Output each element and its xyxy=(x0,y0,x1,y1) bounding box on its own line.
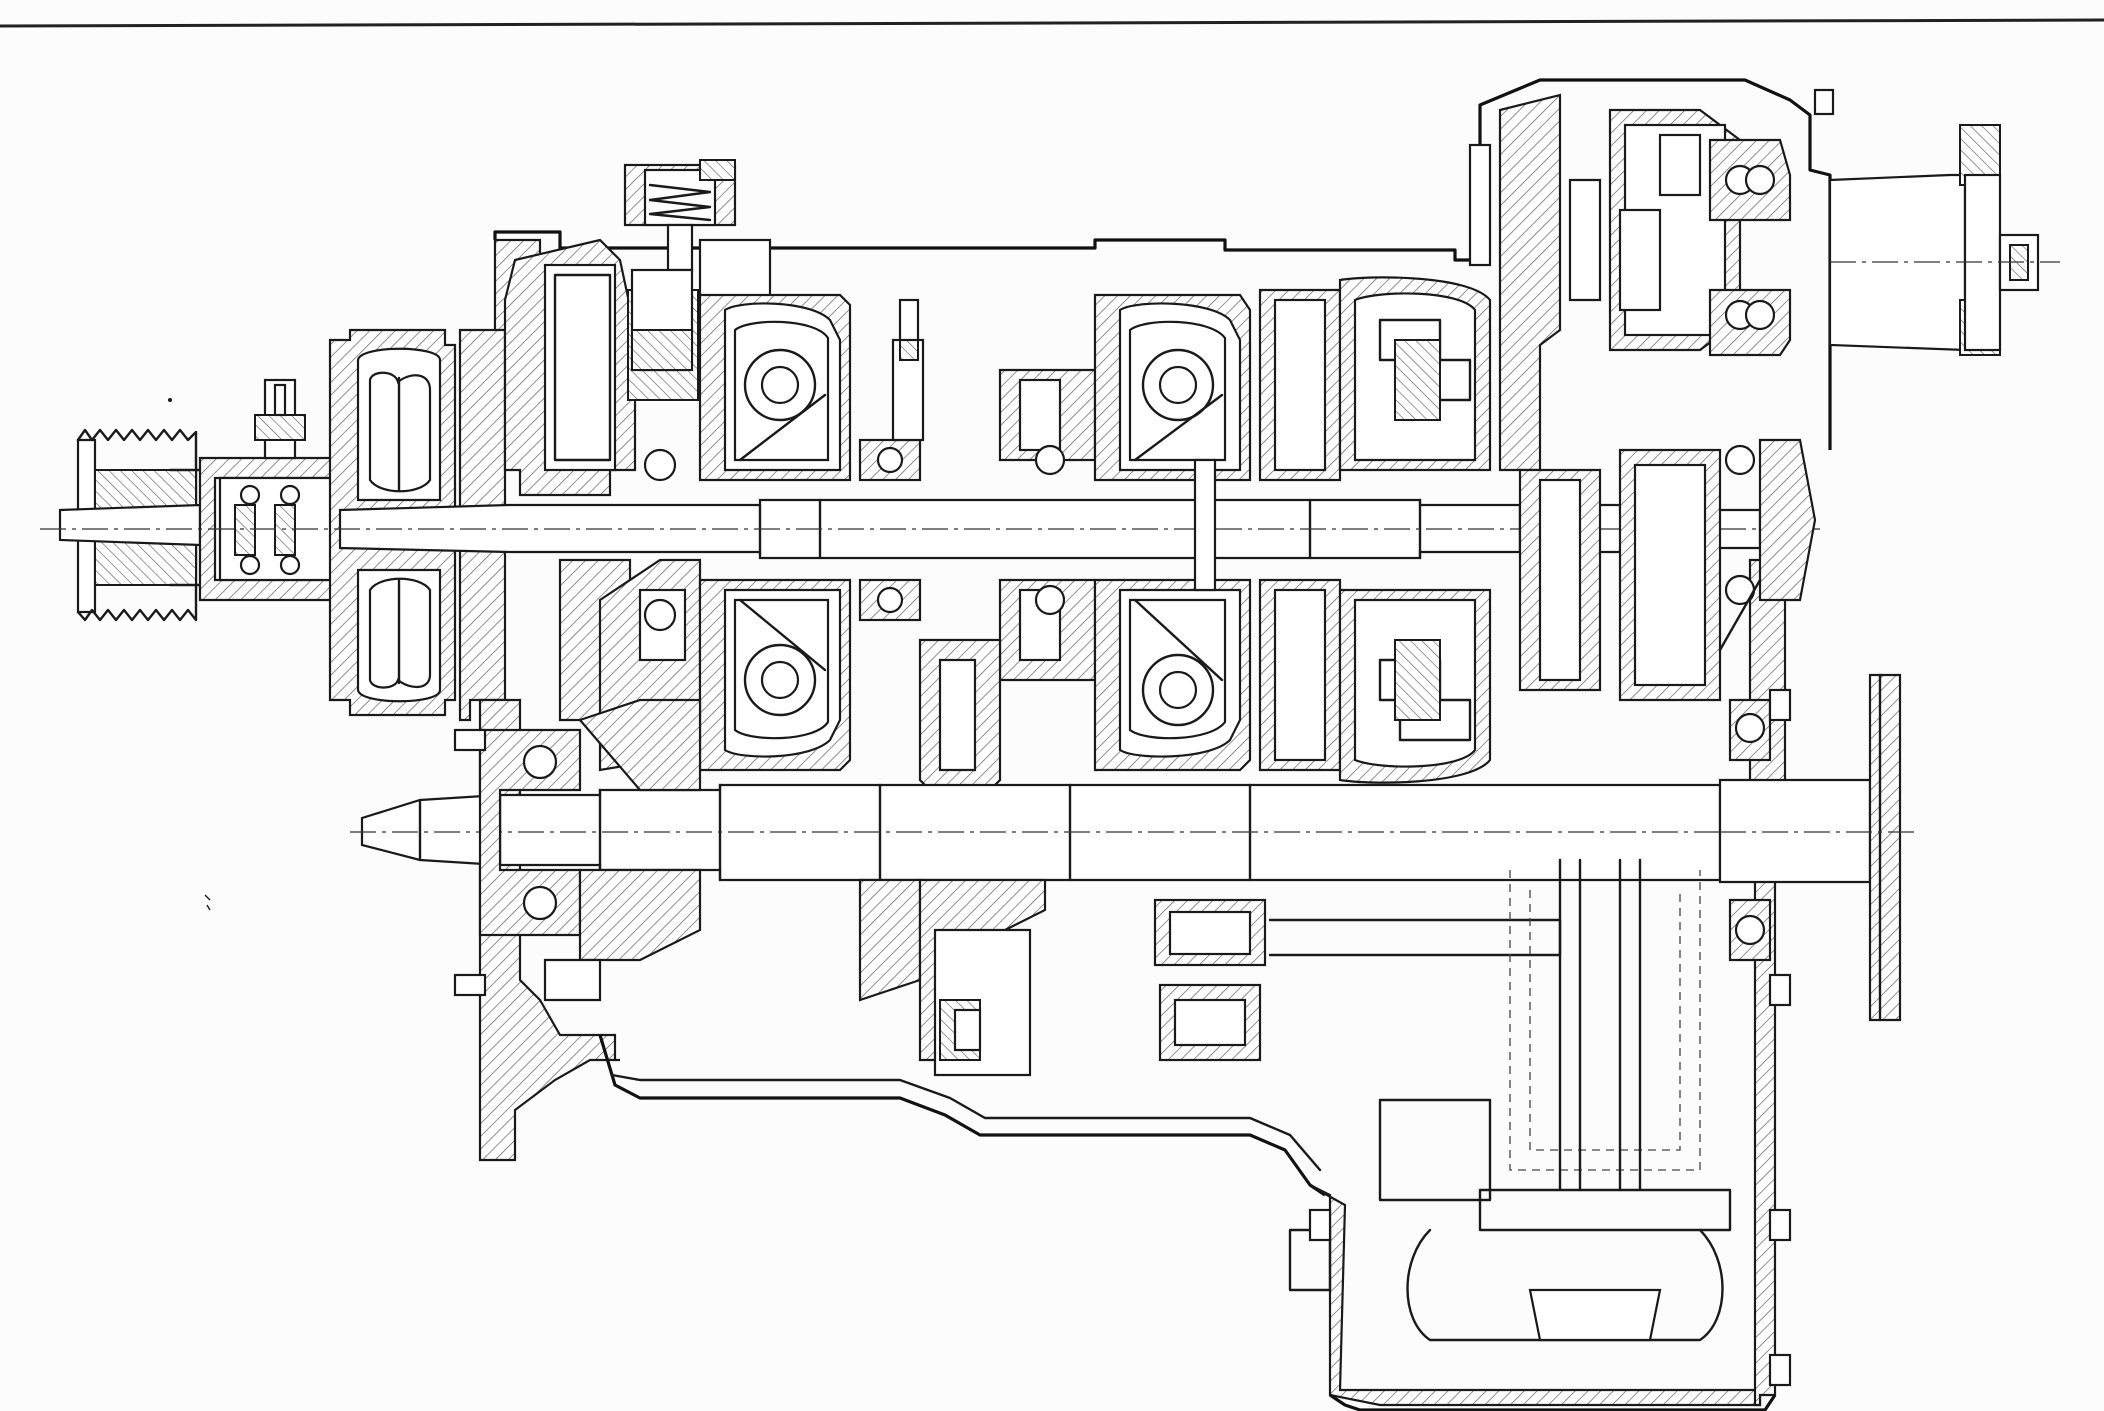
clutch-pack xyxy=(1258,276,1492,784)
lower-middle-gear xyxy=(858,878,1047,1077)
torque-converter-2 xyxy=(1093,293,1252,772)
fasteners xyxy=(453,88,1835,1387)
torque-converter-1 xyxy=(698,293,852,772)
lower-left-bearings xyxy=(478,698,702,1002)
top-output-flange xyxy=(1828,124,2060,356)
oil-pump-assembly xyxy=(1153,858,1732,1342)
annotation-marks xyxy=(168,398,211,911)
spring-valve xyxy=(623,159,772,372)
middle-clutch-section xyxy=(918,368,1097,802)
output-flange xyxy=(1718,673,1920,1022)
input-bearing-housing xyxy=(198,378,342,602)
mid-bearings xyxy=(858,298,925,622)
sheet-border xyxy=(0,18,2104,28)
input-pulley xyxy=(58,428,202,622)
transfer-housing xyxy=(1498,93,1817,702)
